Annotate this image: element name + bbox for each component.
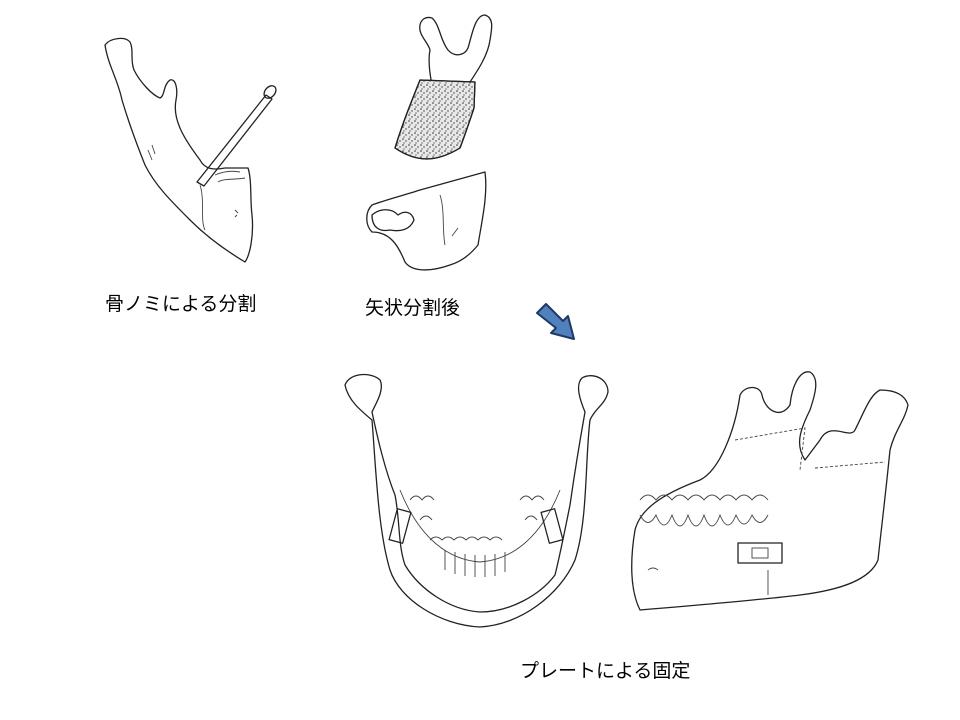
after-sagittal-split-caption: 矢状分割後 — [365, 297, 461, 319]
osteotome-split-drawing — [104, 37, 277, 263]
osteotome-split-caption: 骨ノミによる分割 — [105, 293, 257, 315]
plate-fixation-caption: プレートによる固定 — [520, 660, 691, 682]
lateral-plate-drawing — [631, 371, 909, 611]
sagittal-split-drawing — [366, 14, 493, 271]
arrow-down-right-icon — [536, 303, 575, 340]
frontal-plate-drawing — [344, 373, 609, 628]
